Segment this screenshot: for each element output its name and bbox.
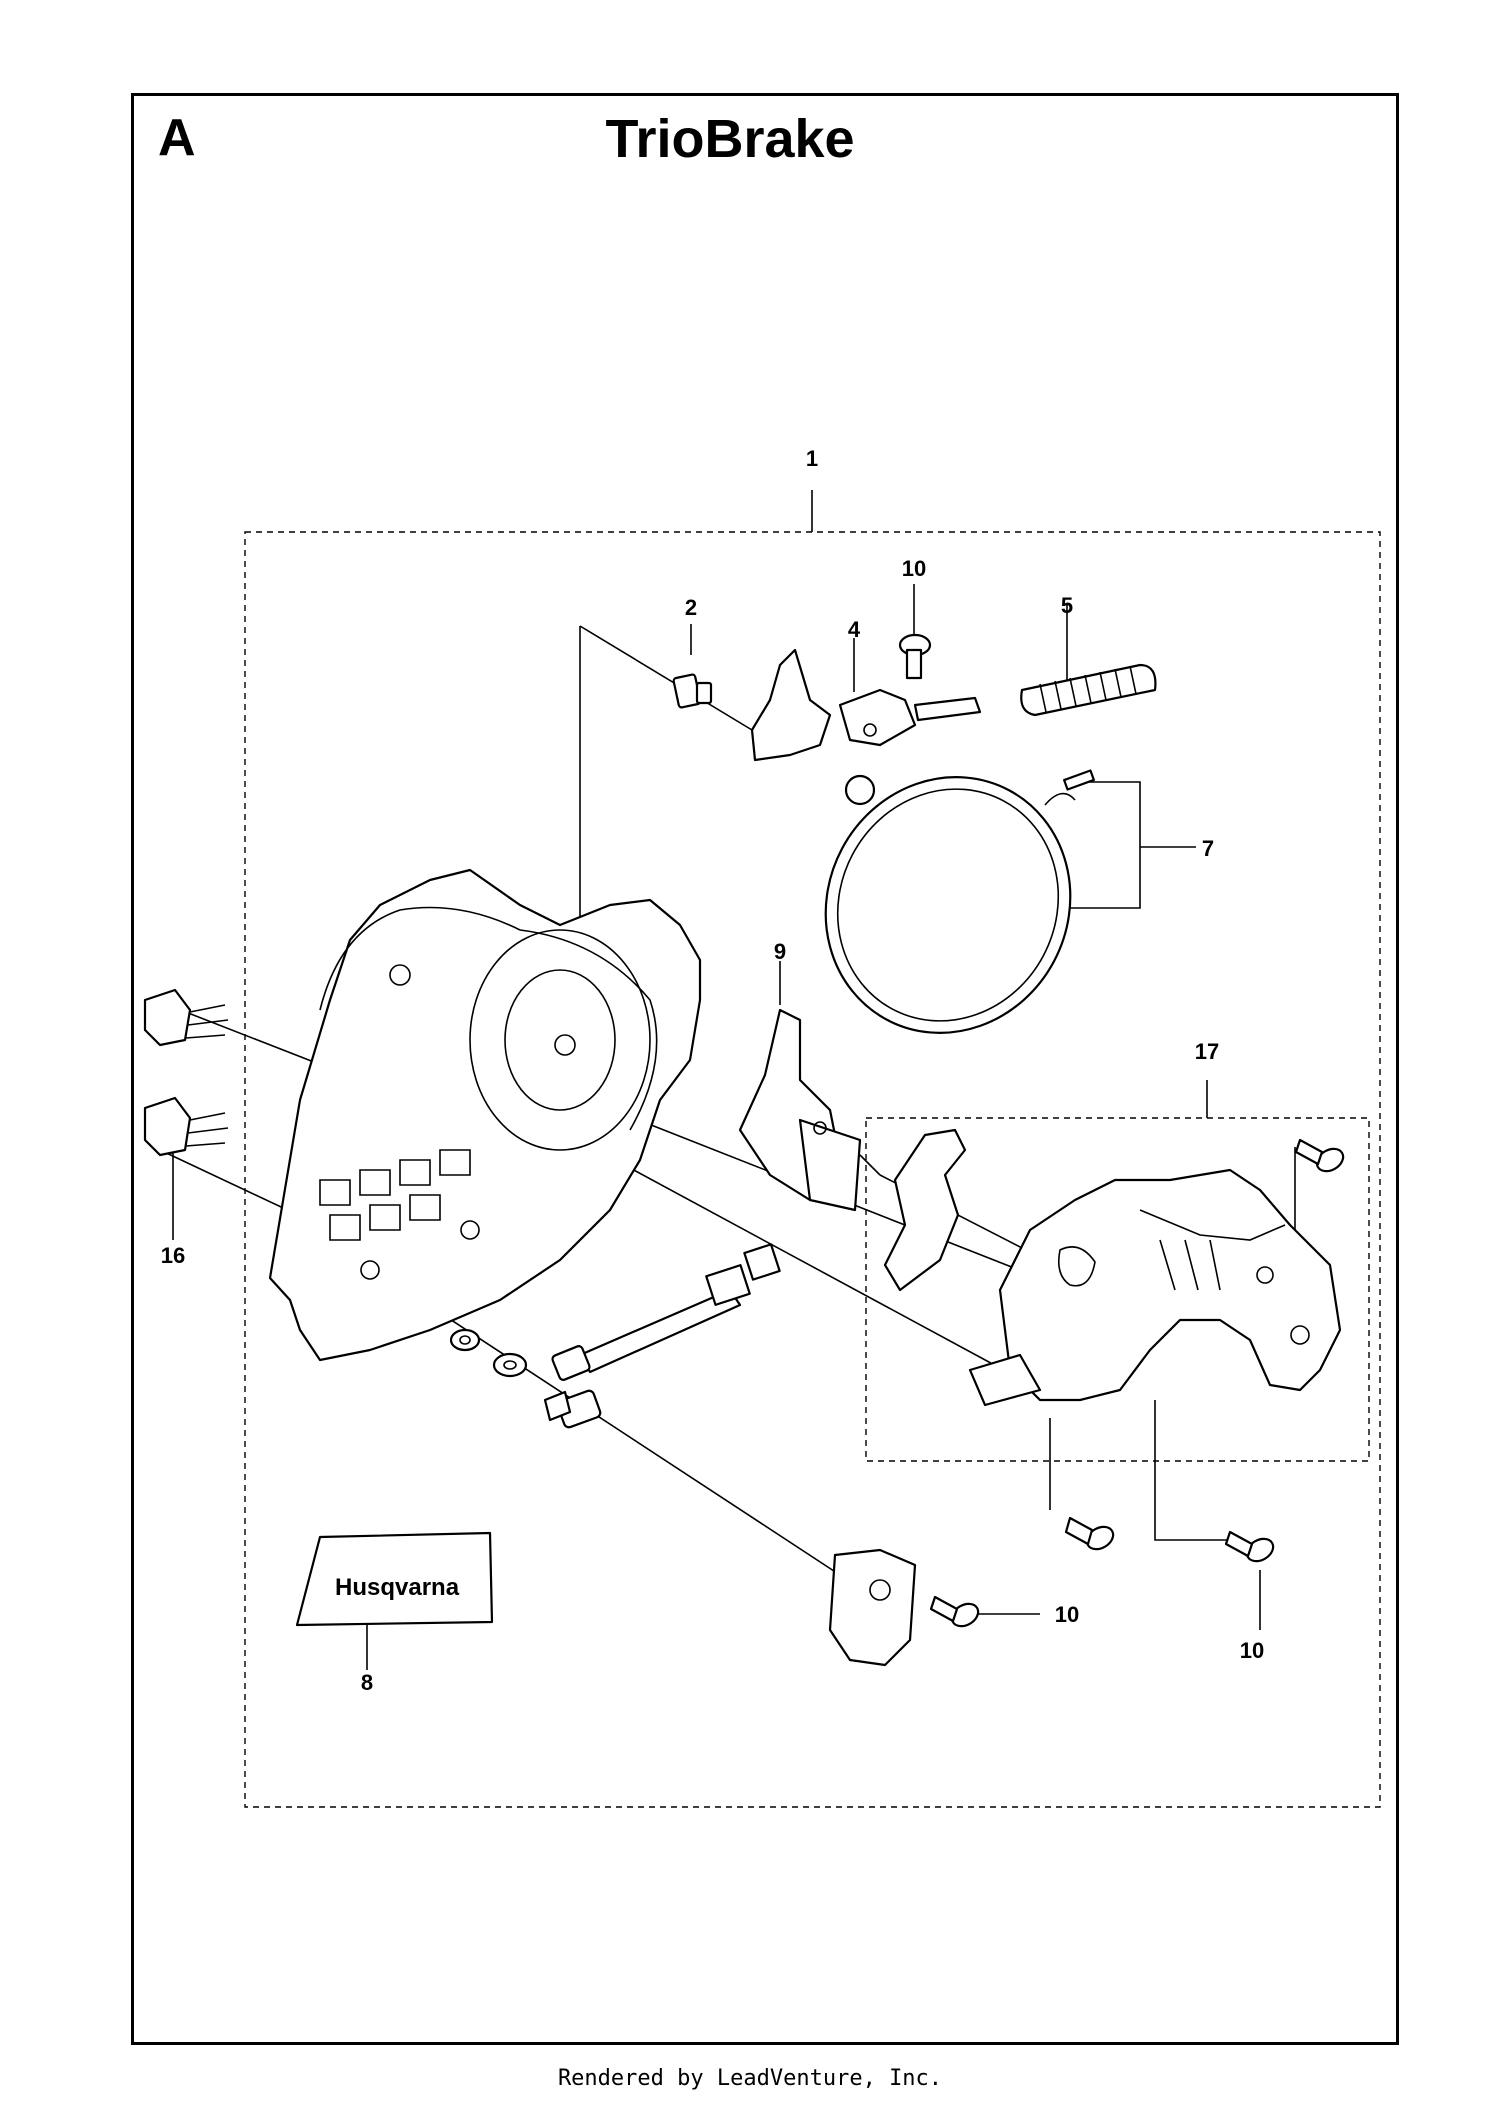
callout-16: 16 [161,1243,185,1268]
callout-2: 2 [685,595,697,620]
brake-band [824,769,1095,1034]
callout-17: 17 [1195,1039,1219,1064]
brake-link-arm [738,1008,862,1212]
diagram-title-text: TrioBrake [605,109,855,169]
footer-credit: Rendered by LeadVenture, Inc. [557,2066,943,2091]
plug-lower [143,1096,229,1157]
assembly-box-1 [244,531,1381,1808]
husqvarna-decal: Husqvarna [295,1531,494,1627]
callout-labels: 1 2 4 5 7 8 9 10 10 10 16 17 [161,446,1264,1695]
callout-10-top: 10 [902,556,926,581]
screw-top [898,633,932,680]
pivot-bolt [672,673,713,709]
tensioner-screw [551,1288,742,1381]
callout-8: 8 [361,1670,373,1695]
screw-guard-right [1224,1530,1275,1563]
brake-lever [750,648,982,762]
tensioner-nut [705,1243,781,1306]
assembly-box-17 [865,1117,1370,1462]
callout-5: 5 [1061,593,1073,618]
section-letter: A [158,109,196,167]
callout-1: 1 [806,446,818,471]
diagram-title: TrioBrake [0,112,1500,166]
washers [449,1328,528,1378]
screw-cover [929,1595,980,1628]
diagram-frame [131,93,1399,2045]
cover-plate [828,1548,917,1667]
decal-text: Husqvarna [335,1574,460,1601]
screw-guard-top [1294,1138,1345,1173]
callout-4: 4 [848,617,861,642]
brake-spring [1020,663,1157,717]
chain-brake-housing [268,868,702,1362]
callout-7: 7 [1202,836,1214,861]
callout-10-guard: 10 [1055,1602,1079,1627]
callout-9: 9 [774,939,786,964]
screw-guard-left [1064,1516,1115,1551]
bar-stud [543,1389,602,1429]
callout-10-right: 10 [1240,1638,1264,1663]
plug-upper [143,988,229,1047]
chain-guard-assembly [883,1128,1342,1407]
